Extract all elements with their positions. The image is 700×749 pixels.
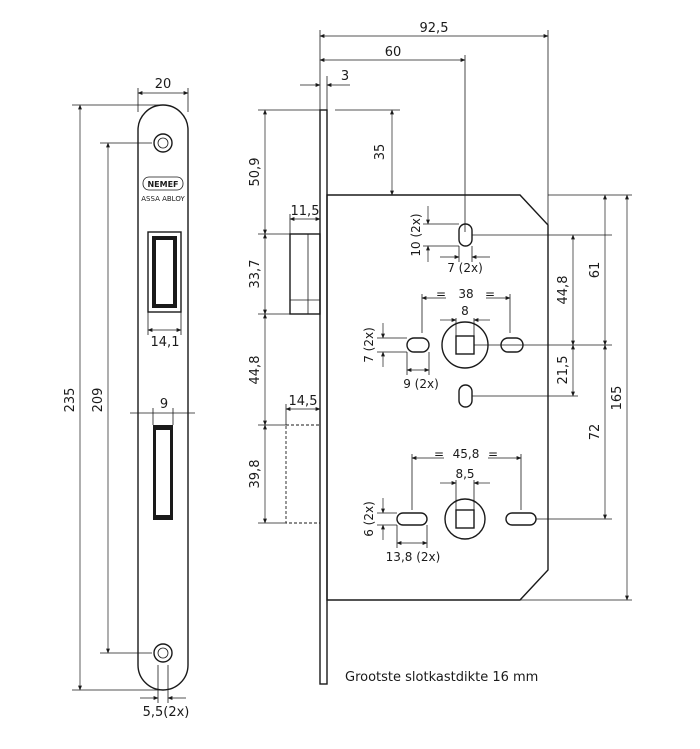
dim-lower-spacing: 45,8 [453,447,480,461]
lock-case-outline [326,194,549,601]
dim-mid-gap: 44,8 [248,356,263,385]
upper-slot [458,223,473,247]
screw-hole-bottom [153,643,173,663]
dim-plate-thickness: 3 [341,69,349,84]
dim-61: 61 [588,262,603,279]
dim-backset: 60 [385,45,402,60]
dim-spindle-size: 8 [461,304,469,318]
dim-hole-distance: 209 [91,388,106,413]
side-profile-view: 50,9 33,7 44,8 39,8 11,5 14,5 3 92,5 [248,21,549,685]
deadbolt [289,233,321,315]
dim-44-8: 44,8 [556,276,571,305]
dim-latch-depth: 14,5 [289,394,318,409]
deadbolt-opening [147,231,182,313]
dim-lower-spindle: 8,5 [455,467,474,481]
brand-logo: NEMEF ASSA ABLOY [141,176,185,203]
lower-slot-right [505,512,537,526]
dim-upper-slot: 10 (2x) [409,213,423,256]
screw-hole-top [153,133,173,153]
brand-logo-text: NEMEF [147,180,178,189]
dim-latch-width: 9 [160,397,168,412]
forend-plate [319,109,328,685]
brand-sub-text: ASSA ABLOY [141,195,185,203]
dim-deadbolt-height: 33,7 [248,260,263,289]
faceplate-view: NEMEF ASSA ABLOY 20 235 209 [63,77,195,720]
svg-text:=: = [488,447,498,461]
svg-text:=: = [436,287,446,301]
dim-latch-height: 39,8 [248,460,263,489]
lower-rosette [444,498,486,540]
dim-hole-size: 5,5(2x) [143,705,190,720]
faceplate-outline [137,104,189,691]
dim-upper-slot-width: 7 (2x) [447,261,483,275]
dim-deadbolt-depth: 11,5 [291,204,320,219]
svg-text:=: = [485,287,495,301]
dim-top-offset: 35 [373,144,388,161]
dim-bolt-width: 14,1 [151,335,180,350]
latch-opening [153,425,173,520]
dim-21-5: 21,5 [556,356,571,385]
lock-case-view: 10 (2x) 7 (2x) 38 = = 8 7 (2x) 9 (2x) [326,194,632,601]
dim-lower-slot-height: 6 (2x) [362,501,376,537]
dim-side-hole-width: 9 (2x) [403,377,439,391]
dim-upper-height: 50,9 [248,158,263,187]
spindle-square [455,335,475,355]
dim-total-width: 92,5 [420,21,449,36]
middle-slot [458,384,473,408]
side-hole-left [406,337,430,353]
note-max-case-thickness: Grootste slotkastdikte 16 mm [345,670,538,685]
dim-faceplate-height: 235 [63,388,78,413]
dim-72: 72 [588,424,603,441]
lower-spindle-square [455,509,475,529]
dim-165: 165 [610,386,625,411]
dim-lower-slot-width: 13,8 (2x) [386,550,441,564]
lower-slot-left [396,512,428,526]
latch-bolt [285,424,321,524]
dim-side-hole-height: 7 (2x) [362,327,376,363]
dim-spindle-spacing: 38 [458,287,473,301]
dim-faceplate-width: 20 [155,77,172,92]
svg-text:=: = [434,447,444,461]
